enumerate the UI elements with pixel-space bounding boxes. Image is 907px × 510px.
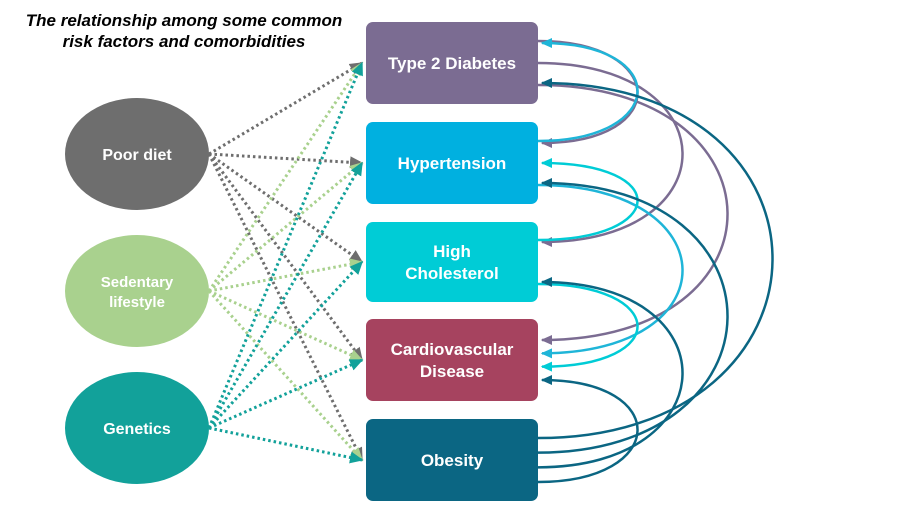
link-high-cholesterol-to-hypertension [537,158,639,242]
diagram-title-line-2: risk factors and comorbidities [62,32,306,51]
link-sedentary-lifestyle-to-high-cholesterol [208,258,364,293]
risk-factor-shape [65,235,209,347]
risk-factor-label: Genetics [103,421,171,438]
link-obesity-to-hypertension [537,178,729,454]
condition-label: Disease [420,362,484,381]
risk-factor-label: lifestyle [109,294,165,311]
condition-label: Type 2 Diabetes [388,54,516,73]
diagram-title: The relationship among some common risk … [8,10,360,52]
condition-label: High [433,242,471,261]
condition-label: Hypertension [398,154,507,173]
condition-box [366,122,538,204]
condition-box [366,22,538,104]
link-sedentary-lifestyle-to-type-2-diabetes [207,61,364,292]
condition-label: Cholesterol [405,264,499,283]
risk-factor-links [207,61,364,464]
comorbidity-links [537,38,774,484]
risk-factor-poor-diet: Poor diet [65,98,209,210]
risk-factor-shape [65,372,209,484]
link-genetics-to-high-cholesterol [207,260,364,430]
condition-box [366,319,538,401]
link-hypertension-to-cardiovascular-disease [537,183,684,359]
condition-box [366,419,538,501]
link-genetics-to-type-2-diabetes [207,61,364,429]
risk-factor-genetics: Genetics [65,372,209,484]
risk-factor-sedentary-lifestyle: Sedentary lifestyle [65,235,209,347]
link-sedentary-lifestyle-to-hypertension [208,161,364,293]
condition-hypertension: Hypertension [366,122,538,204]
condition-label: Cardiovascular [391,340,514,359]
link-obesity-to-high-cholesterol [537,277,684,469]
link-poor-diet-to-obesity [207,153,364,462]
link-poor-diet-to-cardiovascular-disease [207,153,364,362]
risk-factor-label: Poor diet [102,147,172,164]
condition-label: Obesity [421,451,484,470]
link-obesity-to-cardiovascular-disease [537,375,639,484]
risk-factor-shape [65,98,209,210]
link-type-2-diabetes-to-high-cholesterol [537,61,684,247]
diagram-title-line-1: The relationship among some common [25,11,343,30]
link-poor-diet-to-type-2-diabetes [208,61,364,156]
link-genetics-to-hypertension [207,161,364,429]
condition-type-2-diabetes: Type 2 Diabetes [366,22,538,104]
link-high-cholesterol-to-cardiovascular-disease [537,282,639,372]
link-genetics-to-cardiovascular-disease [208,358,364,430]
link-poor-diet-to-high-cholesterol [208,152,364,264]
link-obesity-to-type-2-diabetes [537,78,774,440]
link-sedentary-lifestyle-to-cardiovascular-disease [208,289,364,362]
link-hypertension-to-type-2-diabetes [537,38,639,143]
risk-factor-label: Sedentary [101,274,174,291]
link-poor-diet-to-hypertension [208,152,364,169]
link-genetics-to-obesity [208,426,364,464]
link-type-2-diabetes-to-cardiovascular-disease [537,83,729,345]
condition-box [366,222,538,302]
condition-obesity: Obesity [366,419,538,501]
